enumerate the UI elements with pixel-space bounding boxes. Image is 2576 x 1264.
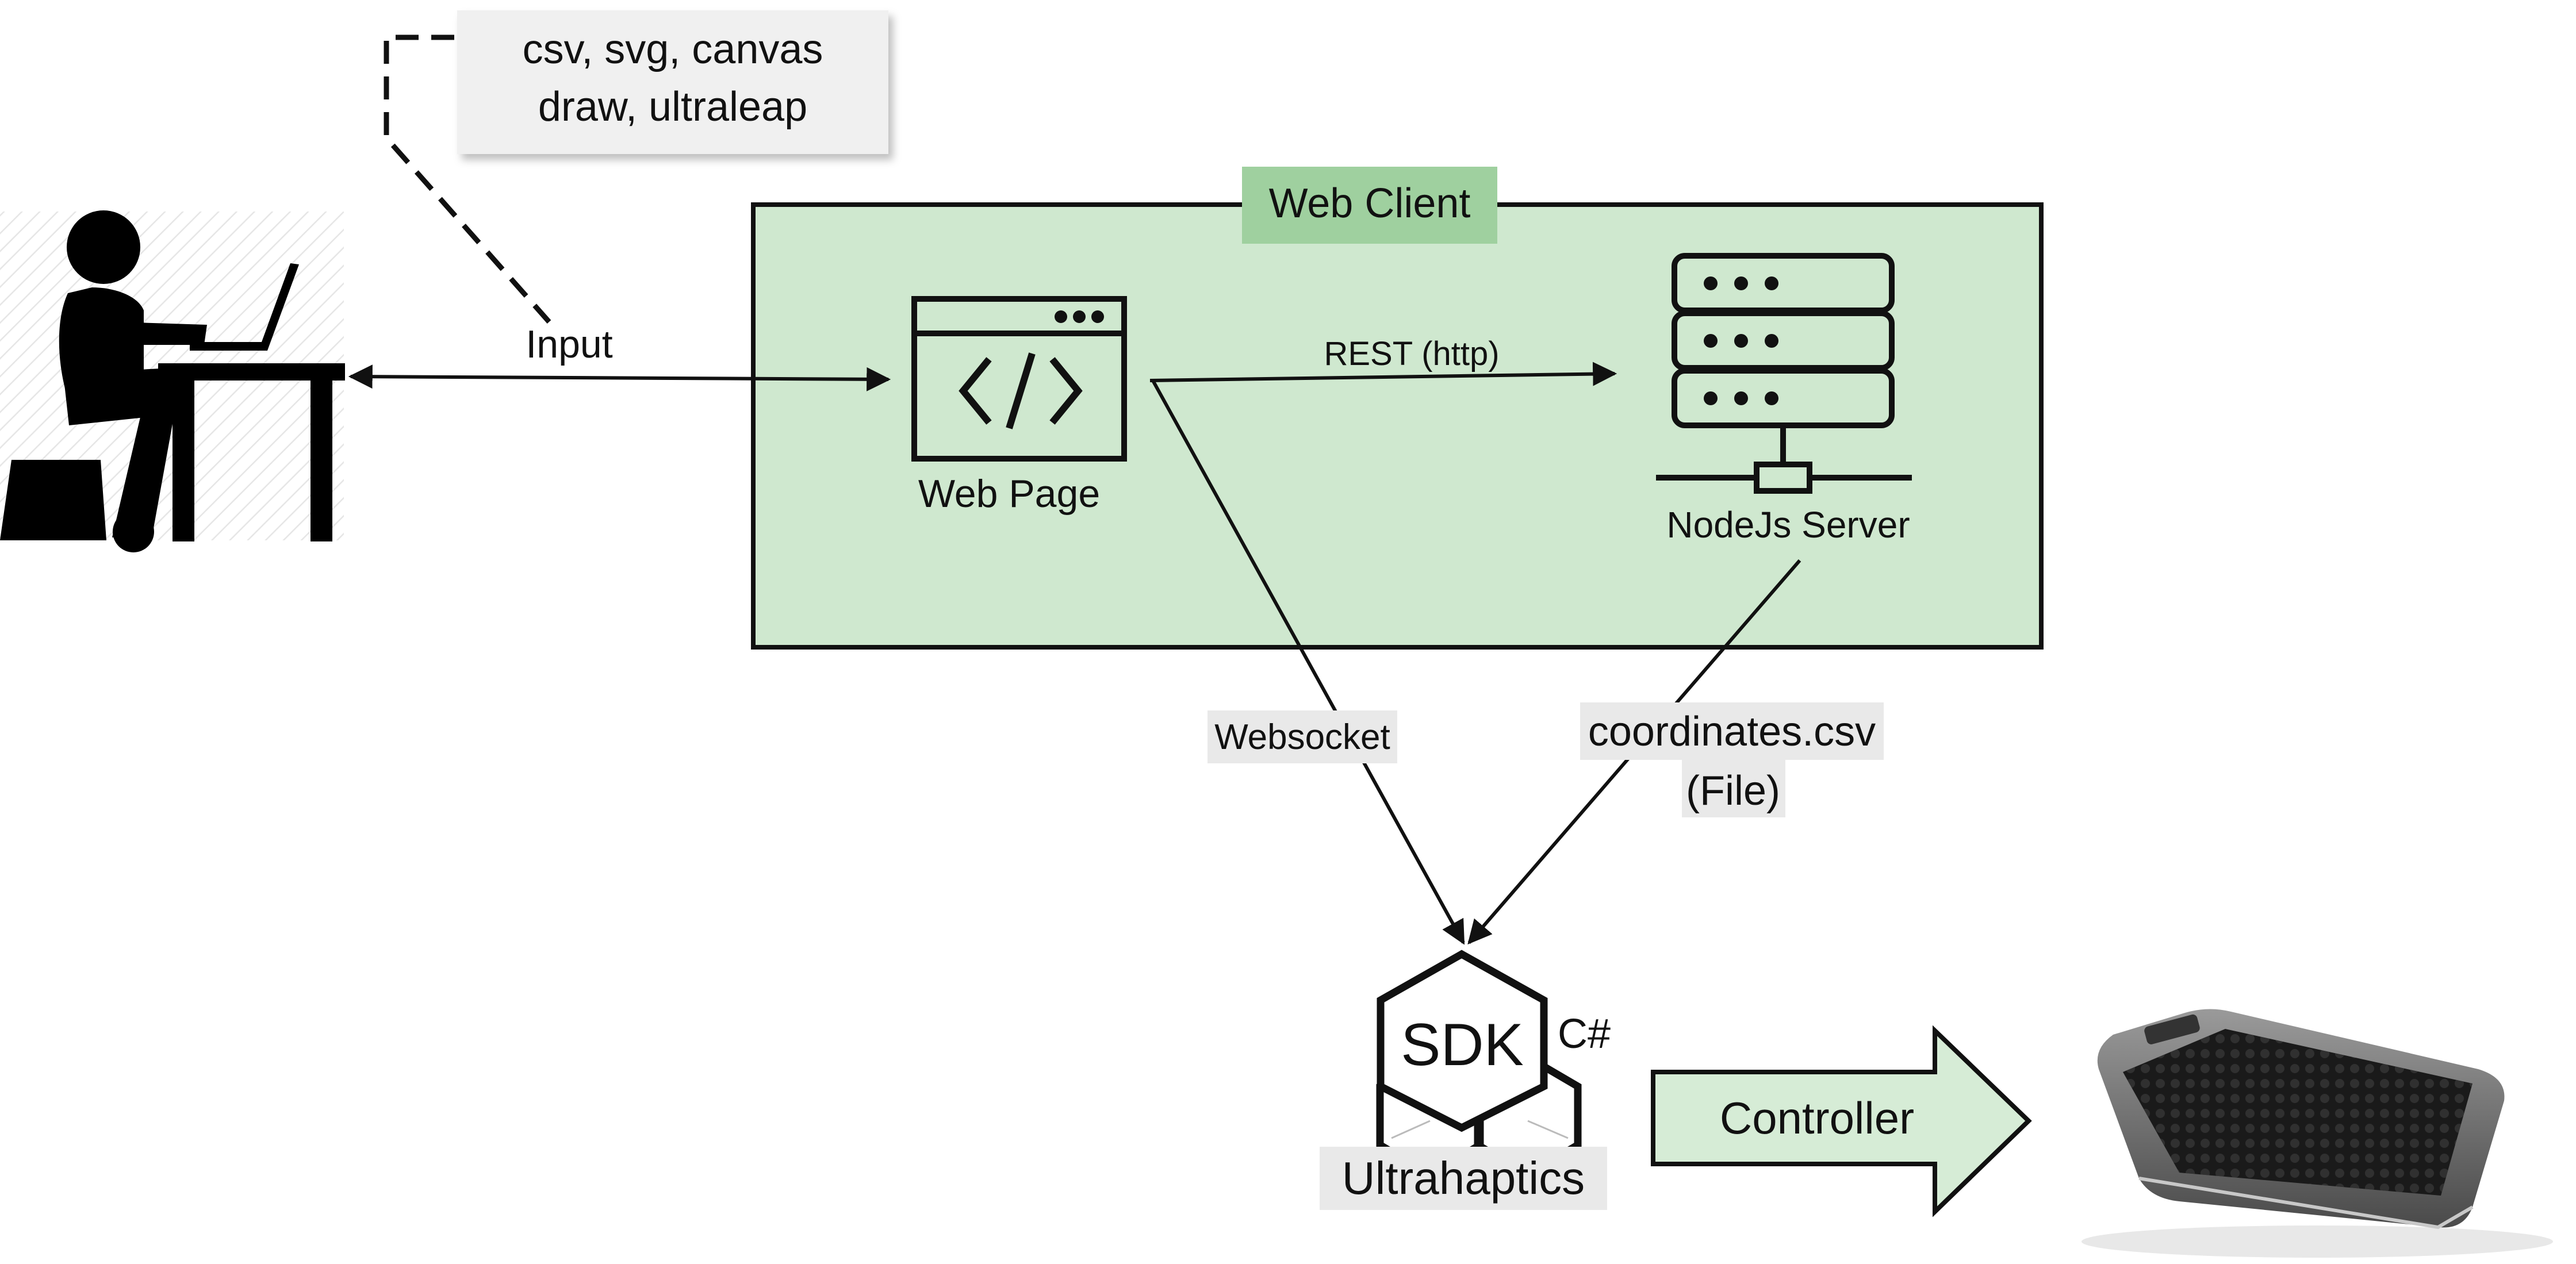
input-label: Input [526, 322, 612, 366]
websocket-label-bg [1208, 710, 1397, 763]
ultrahaptics-array-device [2082, 1009, 2553, 1258]
code-browser-window-icon [911, 296, 1127, 462]
note-dashed-connector [384, 34, 551, 324]
person-at-desk-with-laptop-icon [0, 210, 345, 552]
web-client-title-box [1242, 167, 1497, 244]
hexagon-cluster-icon [1376, 950, 1582, 1179]
input-formats-note: csv, svg, canvas draw, ultraleap [457, 10, 888, 154]
note-line-1: csv, svg, canvas [523, 26, 823, 72]
web-page-label: Web Page [918, 472, 1100, 516]
input-arrow [348, 364, 891, 391]
note-line-2: draw, ultraleap [538, 84, 807, 130]
csharp-label: C# [1558, 1011, 1611, 1057]
coords-label-line-1: coordinates.csv [1588, 709, 1876, 755]
server-rack-icon [1656, 253, 1912, 494]
rest-label: REST (http) [1324, 335, 1499, 372]
right-arrow-shape [1651, 1025, 2032, 1217]
controller-label: Controller [1720, 1093, 1914, 1143]
coords-label-bg [1580, 702, 1884, 760]
rest-arrow [1149, 362, 1617, 386]
websocket-label: Websocket [1214, 717, 1390, 757]
coords-label-bg-2 [1682, 760, 1785, 817]
websocket-arrow [1151, 379, 1465, 945]
web-client-panel: Web Client [751, 167, 2044, 650]
ultrahaptics-label: Ultrahaptics [1342, 1152, 1585, 1204]
sdk-label: SDK [1401, 1012, 1524, 1078]
server-label: NodeJs Server [1666, 504, 1910, 545]
ultrahaptics-label-bg [1320, 1147, 1607, 1210]
web-client-title: Web Client [1269, 180, 1471, 226]
coords-label-line-2: (File) [1686, 768, 1780, 814]
